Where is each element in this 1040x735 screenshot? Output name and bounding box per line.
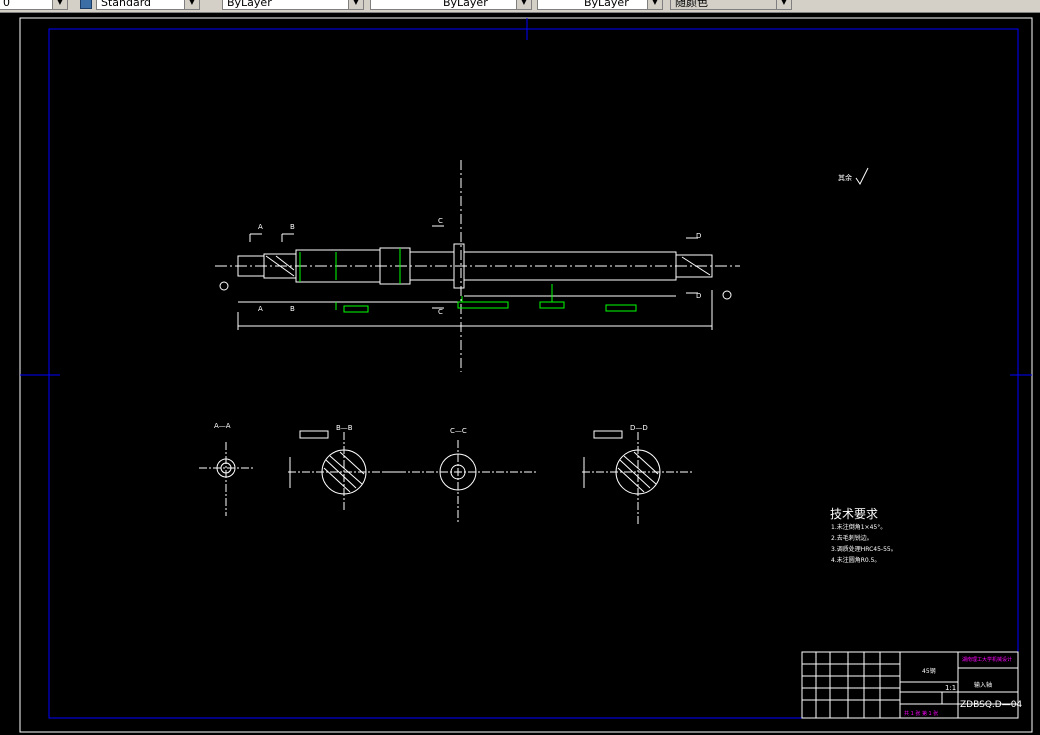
title-block-frame [801, 651, 1019, 719]
section-letter-c-bottom: C [438, 308, 443, 316]
tech-requirement-3: 3.调质处理HRC45-55。 [831, 546, 897, 553]
main-shaft-view [215, 160, 740, 372]
chevron-down-icon[interactable]: ▼ [348, 0, 363, 9]
text-style-icon[interactable] [80, 0, 92, 9]
hatch-line [323, 467, 351, 493]
tech-requirements-title: 技术要求 [830, 507, 879, 521]
section-view-d [582, 430, 692, 524]
tolerance-frame [343, 305, 369, 313]
tech-requirement-2: 2.去毛刺锐边。 [831, 535, 873, 542]
hatch-line [633, 451, 659, 475]
hatch-line [265, 255, 295, 277]
section-circle [216, 458, 236, 478]
tech-requirement-4: 4.未注圆角R0.5。 [831, 557, 881, 564]
hatch-line [623, 455, 657, 485]
section-markers [249, 225, 698, 309]
tolerance-frame [299, 430, 329, 439]
hatch-line [329, 455, 363, 485]
drawing-frame [48, 28, 1019, 719]
lineweight-value: ByLayer [584, 0, 629, 9]
linetype-value: ByLayer [443, 0, 488, 9]
section-title-c: C—C [450, 427, 467, 435]
datum-circle-left [219, 281, 229, 291]
dimension-style-combo[interactable]: 0 ▼ [0, 0, 68, 10]
chevron-down-icon[interactable]: ▼ [52, 0, 67, 9]
section-letters: A B C D A B C D [258, 217, 701, 316]
section-title-a: A—A [214, 422, 231, 430]
tolerance-frame [593, 430, 623, 439]
hatch-line [619, 459, 651, 489]
hatch-line [617, 467, 645, 493]
section-letter-d-bottom: D [696, 292, 701, 300]
section-letter-c-top: C [438, 217, 443, 225]
title-block-material: 45钢 [922, 668, 936, 675]
roughness-note: 其余 [838, 173, 852, 182]
title-block-sheet-info: 共 1 张 第 1 张 [904, 711, 939, 717]
tolerance-frame [457, 301, 509, 309]
chevron-down-icon[interactable]: ▼ [516, 0, 531, 9]
section-view-c [384, 440, 536, 522]
section-view-a [199, 442, 254, 516]
hatch-line [681, 256, 711, 276]
cad-drawing: A B C D A B C D 其余 A—A B—B C—C [19, 17, 1033, 733]
section-circle [321, 449, 367, 495]
drawing-canvas[interactable]: A B C D A B C D 其余 A—A B—B C—C [0, 12, 1040, 735]
paper-border [19, 17, 1033, 733]
technical-requirements: 技术要求 1.未注倒角1×45°。 2.去毛刺锐边。 3.调质处理HRC45-5… [830, 505, 897, 566]
roughness-check-icon [855, 167, 869, 185]
section-letter-d-top: D [696, 232, 701, 240]
section-letter-a-bottom: A [258, 305, 263, 313]
chevron-down-icon: ▼ [776, 0, 791, 9]
plotstyle-value: 随颜色 [675, 0, 708, 9]
plotstyle-combo: 随颜色 ▼ [670, 0, 792, 10]
tolerance-frame [539, 301, 565, 309]
section-title-b: B—B [336, 424, 353, 432]
text-style-value: Standard [101, 0, 152, 9]
section-circle [615, 449, 661, 495]
section-letter-b-bottom: B [290, 305, 295, 313]
dimension-style-value: 0 [3, 0, 10, 9]
section-circle [439, 453, 477, 491]
title-block-company: 湖南理工大学机械设计 [962, 657, 1013, 663]
text-style-combo[interactable]: Standard ▼ [96, 0, 200, 10]
section-inner-circle [220, 462, 232, 474]
title-block [801, 651, 1019, 719]
title-block-scale: 1:1 [945, 684, 957, 692]
roughness-symbol [855, 167, 869, 185]
datum-circle-right [722, 290, 732, 300]
tolerance-frame [605, 304, 637, 312]
hatch-line [339, 451, 365, 475]
title-block-part-name: 输入轴 [974, 682, 993, 689]
chevron-down-icon[interactable]: ▼ [647, 0, 662, 9]
chevron-down-icon[interactable]: ▼ [184, 0, 199, 9]
lineweight-combo[interactable]: ByLayer ▼ [537, 0, 663, 10]
section-letter-b-top: B [290, 223, 295, 231]
drawing-number: ZDBSQ.D—04 [960, 700, 1023, 710]
hatch-line [325, 459, 357, 489]
color-combo[interactable]: ByLayer ▼ [222, 0, 364, 10]
properties-toolbar: 0 ▼ Standard ▼ ByLayer ▼ ByLayer ▼ ByLay… [0, 0, 1040, 13]
section-title-d: D—D [630, 424, 648, 432]
section-view-b [288, 430, 398, 512]
tech-requirement-1: 1.未注倒角1×45°。 [831, 524, 887, 531]
green-dimensions [299, 248, 637, 313]
section-letter-a-top: A [258, 223, 263, 231]
section-inner-circle [450, 464, 466, 480]
shaft-step-7 [675, 254, 713, 278]
linetype-combo[interactable]: ByLayer ▼ [370, 0, 532, 10]
color-value: ByLayer [227, 0, 272, 9]
hatch-line [275, 255, 295, 271]
